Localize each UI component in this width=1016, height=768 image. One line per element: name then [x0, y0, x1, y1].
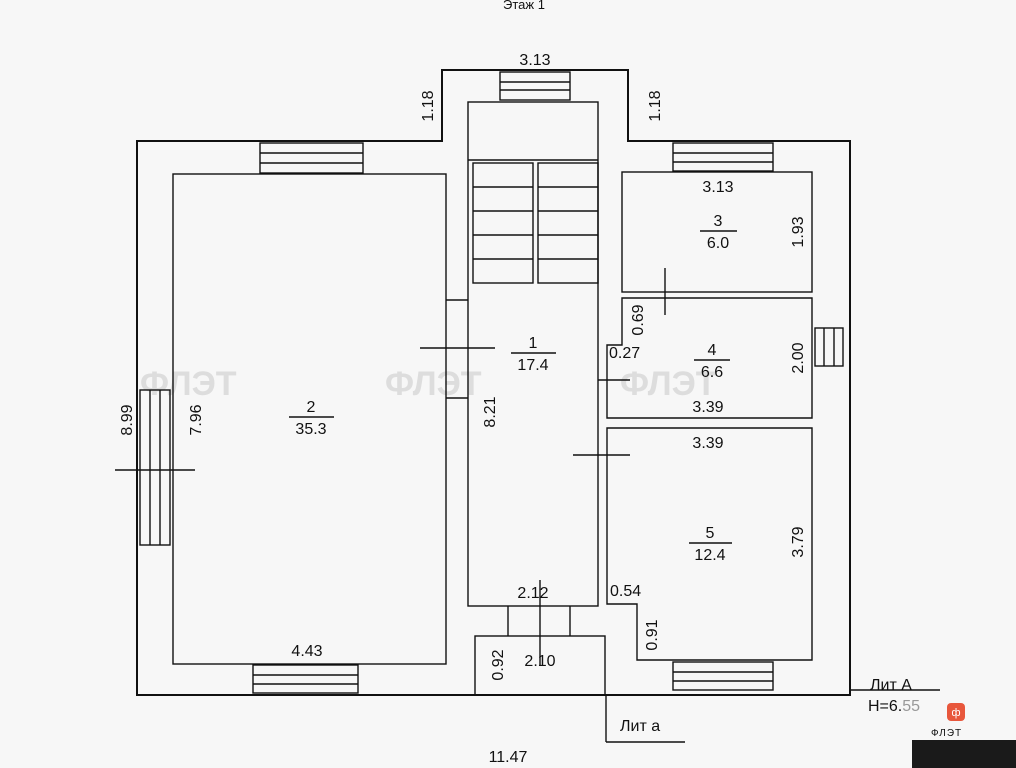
watermark-text: ФЛЭТ — [140, 365, 237, 403]
room-2-area: 35.3 — [295, 421, 326, 438]
corner-badge — [912, 740, 1016, 768]
dim-room5-small: 0.54 — [610, 583, 641, 600]
window — [672, 661, 774, 691]
dim-room5-bottom: 0.91 — [644, 619, 661, 650]
window — [814, 327, 844, 367]
lit-big-label: Лит А — [870, 677, 912, 694]
room-2-outline — [172, 173, 447, 665]
room-4-number: 4 — [708, 342, 717, 359]
staircase — [468, 159, 599, 284]
dim-room2-outer-height: 8.99 — [119, 404, 136, 435]
dim-room4-height: 2.00 — [790, 342, 807, 373]
dim-room3-width: 3.13 — [702, 179, 733, 196]
dim-stair-left-depth: 1.18 — [420, 90, 437, 121]
room-1-number: 1 — [529, 335, 538, 352]
dim-total-width: 11.47 — [489, 749, 528, 766]
height-suffix: 55 — [902, 698, 920, 715]
room-1-outline — [467, 101, 599, 607]
window — [139, 389, 171, 546]
window — [672, 142, 774, 172]
room-5-number: 5 — [706, 525, 715, 542]
window — [259, 142, 364, 174]
logo-text: ФЛЭТ — [931, 728, 962, 739]
dim-room4-width: 3.39 — [692, 399, 723, 416]
watermark-text: ФЛЭТ — [620, 365, 717, 403]
room-2-number: 2 — [307, 399, 316, 416]
svg-text:ф: ф — [951, 707, 960, 719]
dim-room5-width: 3.39 — [692, 435, 723, 452]
logo-icon — [947, 703, 965, 721]
watermark-text: ФЛЭТ — [385, 365, 482, 403]
dim-room4-offset: 0.27 — [609, 345, 640, 362]
window — [252, 664, 359, 694]
room-5-outline — [606, 427, 813, 661]
room-3-area: 6.0 — [707, 235, 729, 252]
dim-stair-right-depth: 1.18 — [647, 90, 664, 121]
height-label: H=6.55 — [868, 698, 920, 715]
floor-title: Этаж 1 — [503, 0, 545, 12]
room-3-outline — [621, 171, 813, 293]
dim-room1-bottom-width: 2.12 — [517, 585, 548, 602]
room-4-outline — [606, 297, 813, 419]
outer-wall — [136, 69, 851, 696]
dim-room1-height: 8.21 — [482, 396, 499, 427]
room-3-number: 3 — [714, 213, 723, 230]
room-4-area: 6.6 — [701, 364, 723, 381]
dim-room2-inner-height: 7.96 — [188, 404, 205, 435]
dim-room5-height: 3.79 — [790, 526, 807, 557]
dim-room3-height: 1.93 — [790, 216, 807, 247]
room-1-area: 17.4 — [517, 357, 548, 374]
height-prefix: H=6. — [868, 698, 902, 715]
window — [499, 71, 571, 101]
dim-room4-small: 0.69 — [630, 304, 647, 335]
dim-porch-width: 2.10 — [524, 653, 555, 670]
dim-room2-width: 4.43 — [291, 643, 322, 660]
dim-porch-height: 0.92 — [490, 649, 507, 680]
dim-stair-top-width: 3.13 — [519, 52, 550, 69]
room-5-area: 12.4 — [694, 547, 725, 564]
lit-small-label: Лит а — [620, 718, 660, 735]
door-mark — [115, 268, 666, 665]
